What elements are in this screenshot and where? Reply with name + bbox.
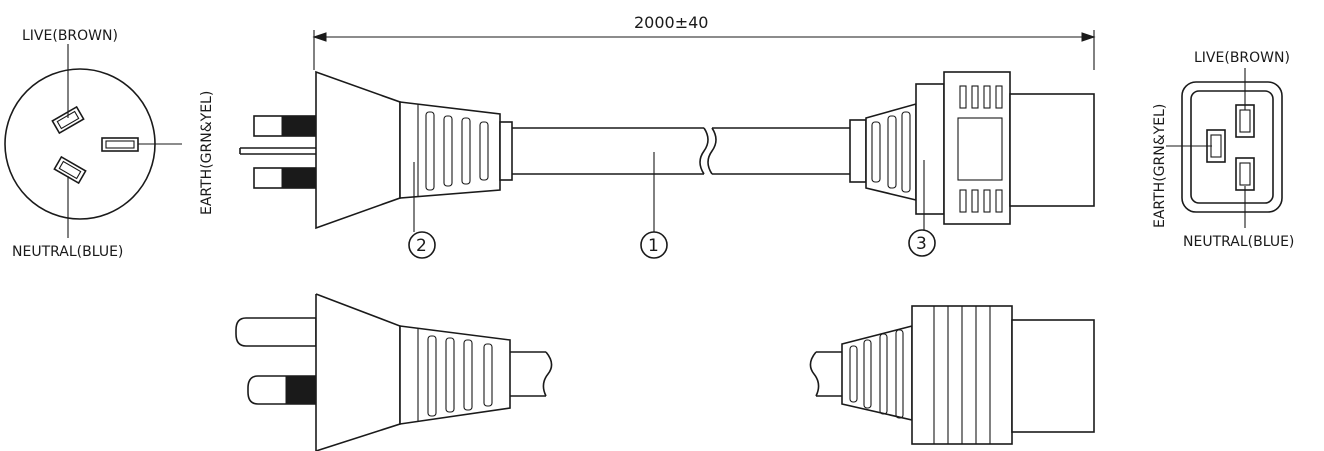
connector-strain-relief	[865, 102, 917, 202]
plug-bottom-body	[315, 293, 401, 451]
balloon-1-number: 1	[648, 236, 659, 256]
part-balloons: 2 1 3	[408, 152, 936, 259]
plug-collar	[499, 121, 513, 181]
connector-grip	[943, 71, 1011, 225]
plug-body	[315, 70, 401, 230]
connector-flange	[915, 83, 945, 215]
connector-collar	[849, 119, 867, 183]
length-dimension: 2000±40	[312, 13, 1096, 70]
connector-bottom-strain-relief	[841, 324, 913, 422]
balloon-3	[908, 229, 936, 257]
plug-bottom-view	[235, 293, 553, 451]
dimension-arrow-left	[312, 32, 327, 42]
plug-earth-label: EARTH(GRN&YEL)	[199, 91, 215, 215]
plug-neutral-label: NEUTRAL(BLUE)	[12, 244, 123, 260]
connector-face-inner	[1190, 90, 1274, 204]
connector-earth-label: EARTH(GRN&YEL)	[1152, 104, 1168, 228]
plug-neutral-pin	[53, 155, 87, 185]
connector-bottom-head	[1011, 319, 1095, 433]
connector-grip-window	[957, 117, 1003, 181]
balloon-2-number: 2	[416, 236, 427, 256]
connector-bottom-view	[809, 305, 1095, 445]
connector-face-view: LIVE(BROWN) NEUTRAL(BLUE) EARTH(GRN&YEL)	[1152, 50, 1294, 250]
plug-side-view	[239, 70, 513, 230]
plug-strain-relief	[399, 101, 501, 199]
plug-bottom-pin-top	[235, 317, 317, 347]
connector-live-socket	[1235, 104, 1255, 138]
connector-neutral-socket	[1235, 157, 1255, 191]
connector-side-view	[849, 71, 1095, 225]
plug-live-label: LIVE(BROWN)	[22, 28, 118, 44]
balloon-3-number: 3	[916, 234, 927, 254]
plug-live-pin	[51, 105, 85, 135]
cable-side-view	[512, 127, 850, 175]
plug-earth-pin	[101, 137, 139, 152]
plug-bottom-strain-relief	[399, 325, 511, 425]
balloon-1	[640, 231, 668, 259]
dimension-label: 2000±40	[634, 13, 708, 32]
connector-head	[1009, 93, 1095, 207]
connector-face-outer	[1181, 81, 1283, 213]
connector-earth-socket	[1206, 129, 1226, 163]
dimension-arrow-right	[1081, 32, 1096, 42]
plug-face-view: LIVE(BROWN) NEUTRAL(BLUE) EARTH(GRN&YEL)	[4, 28, 215, 260]
balloon-2	[408, 231, 436, 259]
connector-live-label: LIVE(BROWN)	[1194, 50, 1290, 66]
connector-neutral-label: NEUTRAL(BLUE)	[1183, 234, 1294, 250]
